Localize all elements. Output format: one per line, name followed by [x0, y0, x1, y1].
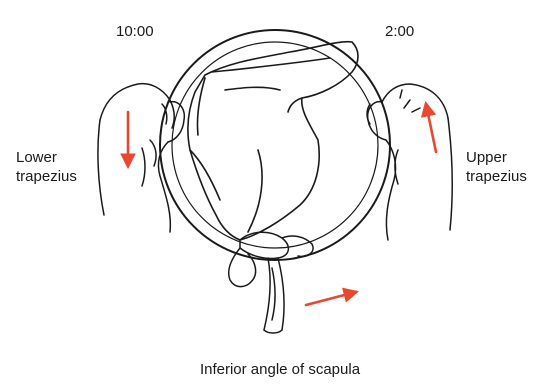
figure-caption: Inferior angle of scapula [0, 360, 548, 379]
left-hand [98, 84, 184, 232]
clock-label-2: 2:00 [385, 22, 414, 41]
lower-trapezius-label-line-2: trapezius [16, 167, 77, 186]
clock-label-10: 10:00 [116, 22, 154, 41]
scapula [188, 42, 358, 240]
lower-trapezius-label: Lower trapezius [16, 148, 77, 186]
lower-trapezius-label-line-1: Lower [16, 148, 77, 167]
arrow-upper-trapezius-up [426, 104, 436, 152]
upper-trapezius-label: Upper trapezius [466, 148, 527, 186]
upper-trapezius-label-line-2: trapezius [466, 167, 527, 186]
arrow-rotation-right [306, 292, 356, 305]
right-hand [367, 84, 452, 240]
upper-trapezius-label-line-1: Upper [466, 148, 527, 167]
